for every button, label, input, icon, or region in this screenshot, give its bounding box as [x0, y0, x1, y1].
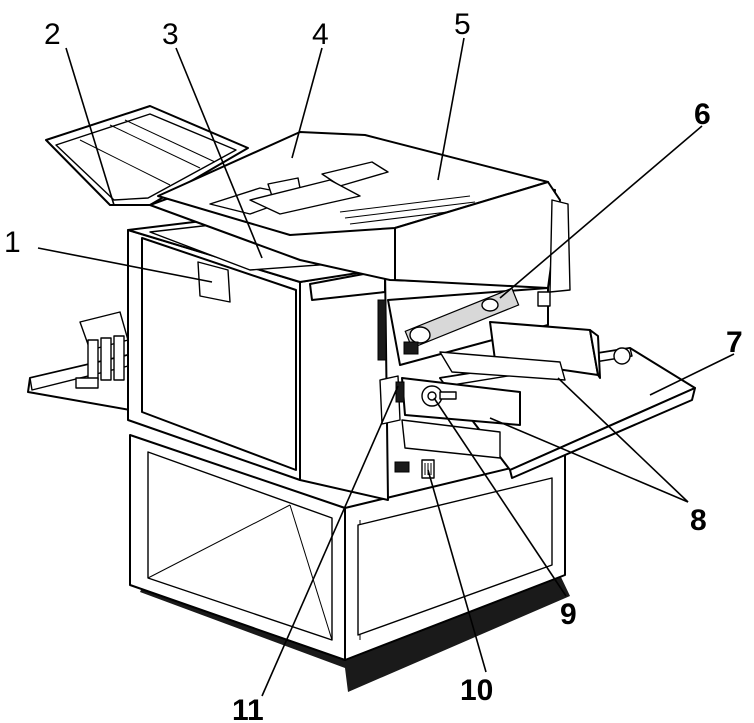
callout-5: 5 [454, 8, 471, 41]
feed-lever-area [379, 375, 405, 425]
callout-8: 8 [690, 504, 707, 537]
paper-feed-side-plates [401, 321, 601, 459]
original-tray [45, 105, 249, 206]
floor-shadow [140, 575, 570, 692]
callout-3: 3 [162, 18, 179, 51]
callout-10: 10 [460, 674, 493, 707]
callout-2: 2 [44, 18, 61, 51]
callout-6: 6 [694, 98, 711, 131]
paper-delivery-tray [27, 311, 131, 411]
stand [129, 434, 566, 661]
feed-tray-dial [394, 459, 435, 479]
callout-4: 4 [312, 18, 329, 51]
callout-1: 1 [4, 226, 21, 259]
callout-11: 11 [232, 694, 264, 723]
adf-unit [149, 131, 571, 293]
paper-feed-area [387, 287, 551, 366]
side-plate-lever [421, 385, 457, 407]
callout-numbers: 1 2 3 4 5 6 7 8 9 10 11 [4, 8, 743, 723]
callout-9: 9 [560, 598, 577, 631]
leader-lines [37, 37, 735, 697]
callout-7: 7 [726, 326, 743, 359]
